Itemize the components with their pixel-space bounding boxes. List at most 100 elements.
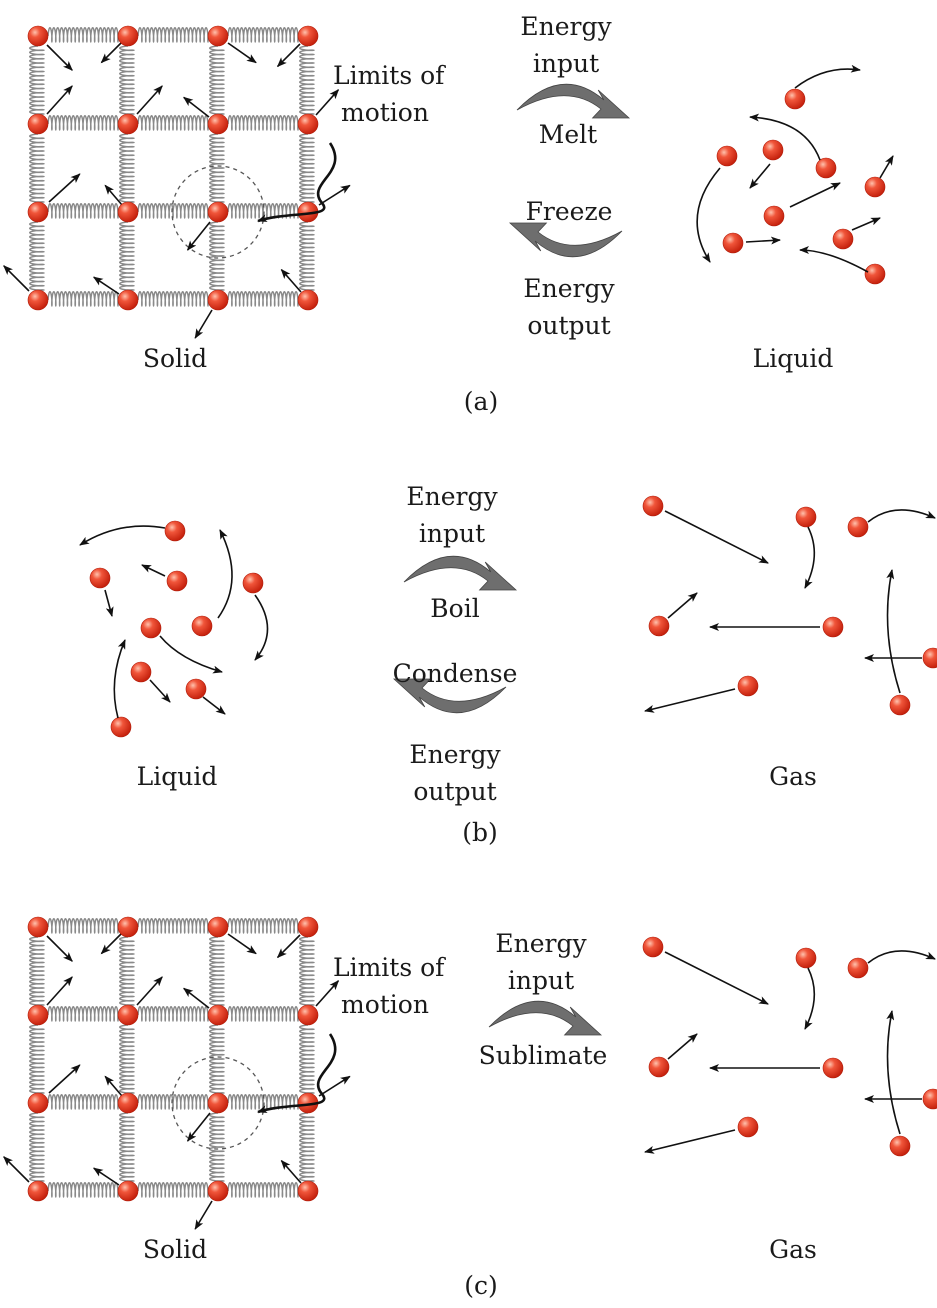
spring: [47, 918, 119, 934]
process-arrow: [516, 83, 631, 119]
spring: [137, 1006, 209, 1022]
motion-arrow: [92, 276, 120, 295]
motion-arrow: [280, 1159, 302, 1184]
molecule: [110, 716, 132, 738]
molecule: [648, 615, 670, 637]
curved-motion-arrow: [886, 1010, 901, 1135]
motion-arrow: [104, 184, 123, 206]
spring: [299, 936, 315, 1006]
motion-arrow: [136, 85, 163, 115]
motion-arrow: [315, 89, 340, 116]
molecule: [864, 176, 886, 198]
spring: [209, 936, 225, 1006]
process-arrow: [488, 1000, 603, 1036]
molecule: [191, 615, 213, 637]
molecule: [117, 289, 139, 311]
freeze-label: Freeze: [525, 197, 613, 226]
motion-arrow: [879, 155, 894, 179]
molecule: [847, 516, 869, 538]
limits-of-motion-label-a: Limits of motion: [333, 61, 445, 127]
curved-motion-arrow: [804, 526, 816, 589]
limits-pointer-arrow: [257, 1033, 337, 1114]
liquid-label-a: Liquid: [752, 344, 834, 373]
molecule: [297, 1004, 319, 1026]
spring: [47, 27, 119, 43]
molecule: [795, 947, 817, 969]
curved-motion-arrow: [886, 569, 901, 694]
motion-arrow: [186, 221, 211, 251]
spring: [29, 221, 45, 291]
molecule: [737, 675, 759, 697]
molecule: [140, 617, 162, 639]
molecule: [207, 1180, 229, 1202]
spring: [137, 203, 209, 219]
motion-arrow: [318, 1075, 351, 1097]
molecule: [117, 25, 139, 47]
molecule: [642, 936, 664, 958]
spring: [29, 936, 45, 1006]
motion-arrow: [664, 510, 769, 564]
spring: [137, 1182, 209, 1198]
molecule: [130, 661, 152, 683]
molecule: [27, 1004, 49, 1026]
caption-c: (c): [464, 1271, 498, 1300]
molecule: [27, 201, 49, 223]
process-arrow: [403, 555, 518, 591]
molecule: [795, 506, 817, 528]
energy-input-label-a: Energy input: [520, 12, 612, 78]
motion-arrow: [48, 1064, 81, 1094]
energy-output-label-b: Energy output: [409, 740, 501, 806]
melt-label: Melt: [538, 120, 598, 149]
spring: [227, 918, 299, 934]
molecule: [922, 647, 937, 669]
spring: [137, 27, 209, 43]
motion-arrow: [46, 935, 73, 962]
curved-motion-arrow: [749, 113, 821, 161]
molecule: [815, 157, 837, 179]
spring: [299, 1112, 315, 1182]
limits-of-motion-label-c: Limits of motion: [333, 953, 445, 1019]
molecule: [207, 1004, 229, 1026]
motion-arrow: [100, 933, 122, 955]
molecule: [117, 916, 139, 938]
spring: [119, 133, 135, 203]
spring: [227, 1094, 299, 1110]
molecule: [207, 201, 229, 223]
motion-arrow: [851, 217, 881, 231]
motion-arrow: [276, 934, 301, 959]
spring: [299, 133, 315, 203]
motion-arrow: [202, 696, 226, 715]
spring: [47, 203, 119, 219]
curved-motion-arrow: [159, 635, 223, 674]
molecule: [164, 520, 186, 542]
curved-motion-arrow: [696, 167, 721, 263]
spring: [47, 291, 119, 307]
spring: [209, 45, 225, 115]
spring: [209, 133, 225, 203]
motion-arrow: [667, 592, 698, 619]
molecule: [297, 25, 319, 47]
spring: [299, 45, 315, 115]
motion-arrow: [194, 309, 213, 339]
molecule: [89, 567, 111, 589]
molecule: [864, 263, 886, 285]
spring: [137, 1094, 209, 1110]
boil-label: Boil: [430, 594, 480, 623]
spring: [227, 27, 299, 43]
motion-arrow: [100, 42, 122, 64]
curved-motion-arrow: [867, 950, 936, 964]
molecule: [242, 572, 264, 594]
spring: [299, 221, 315, 291]
motion-arrow: [48, 173, 81, 203]
curved-motion-arrow: [804, 967, 816, 1030]
curved-motion-arrow: [799, 246, 869, 273]
spring: [119, 221, 135, 291]
spring: [47, 1094, 119, 1110]
molecule: [847, 957, 869, 979]
spring: [119, 1024, 135, 1094]
molecule: [297, 916, 319, 938]
curved-motion-arrow: [113, 639, 126, 719]
motion-arrow: [315, 980, 340, 1007]
